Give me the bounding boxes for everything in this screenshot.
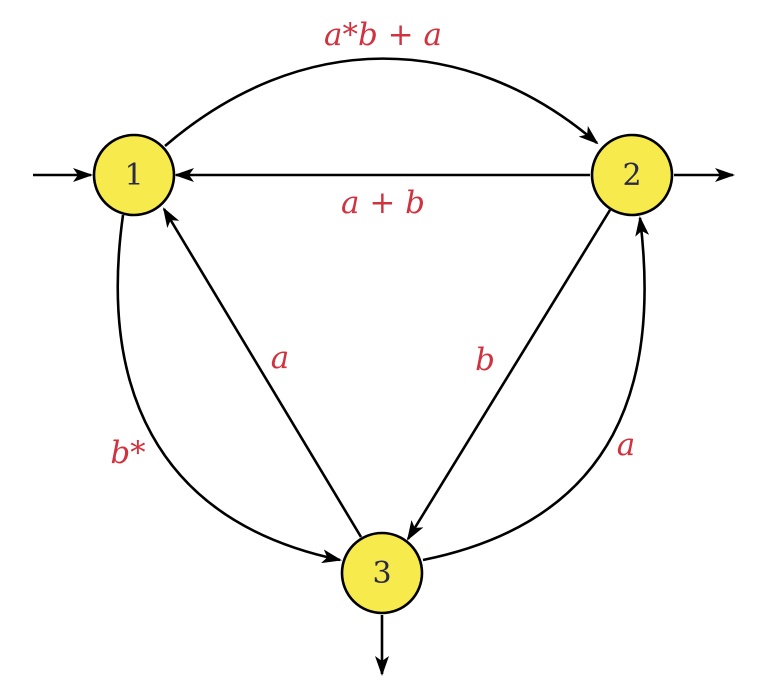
edge-3-to-2 [422, 216, 650, 562]
edge-label-1-to-2: a*b + a [324, 17, 442, 53]
edge-label-1-to-3: b* [110, 435, 145, 471]
edge-3-to-1 [162, 207, 363, 538]
state-3: 3 [340, 531, 424, 615]
state-2: 2 [590, 133, 674, 217]
state-1-label: 1 [124, 158, 143, 193]
state-2-label: 2 [622, 158, 641, 193]
state-1: 1 [92, 133, 176, 217]
edge-label-2-to-3: b [475, 342, 495, 378]
state-3-circle [340, 531, 424, 615]
edge-2-to-3 [406, 209, 612, 541]
state-3-label: 3 [372, 556, 391, 591]
edge-1-to-2 [164, 57, 599, 147]
edge-label-3-to-2: a [617, 427, 635, 463]
edge-label-3-to-1: a [271, 340, 289, 376]
edge-1-to-3 [116, 214, 342, 564]
state-2-circle [590, 133, 674, 217]
edge-label-2-to-1: a + b [341, 185, 425, 221]
state-1-circle [92, 133, 176, 217]
